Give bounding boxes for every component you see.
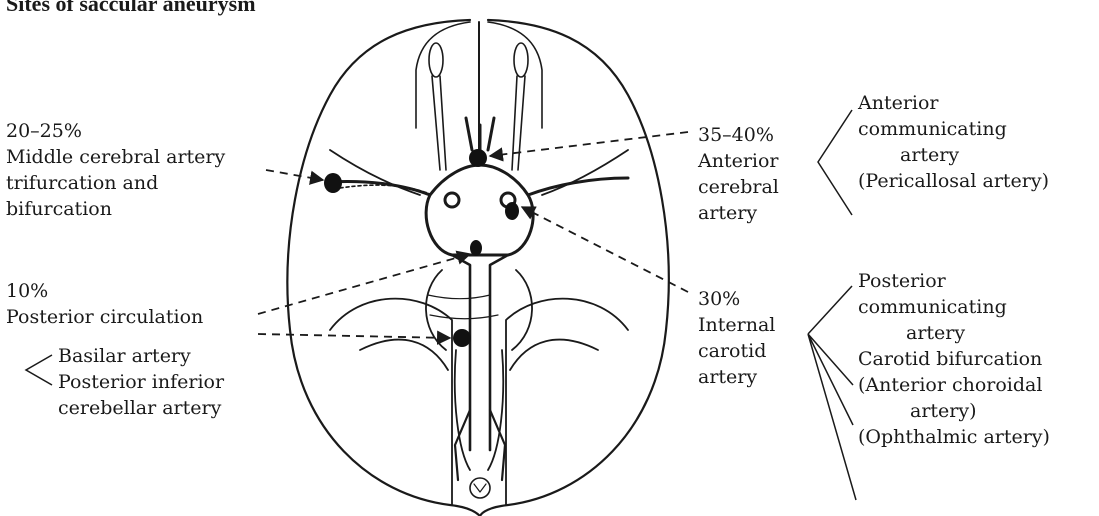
aneurysm-pica [453, 329, 471, 347]
bracket-aca [818, 110, 852, 215]
posterior-heading: Posterior circulation [6, 304, 203, 330]
ica-sub-item: communicating [858, 294, 1050, 320]
mca-line: bifurcation [6, 196, 225, 222]
aca-percent: 35–40% [698, 122, 779, 148]
leader-mca [266, 170, 323, 180]
aneurysm-ica [505, 202, 519, 220]
ica-sub-item: artery [858, 320, 1050, 346]
aca-line: artery [698, 200, 779, 226]
cerebellum [330, 299, 628, 505]
mca-line: Middle cerebral artery [6, 144, 225, 170]
label-ica: 30% Internal carotid artery [698, 286, 775, 390]
label-posterior: 10% Posterior circulation [6, 278, 203, 330]
spinal-cord [470, 478, 490, 498]
label-ica-sub: Posterior communicating artery Carotid b… [858, 268, 1050, 450]
aneurysm-basilar-tip [470, 240, 482, 256]
ica-line: carotid [698, 338, 775, 364]
aca-sub-item: Anterior [858, 90, 1049, 116]
ica-sub-item: (Ophthalmic artery) [858, 424, 1050, 450]
leader-posterior-lower [258, 334, 450, 338]
mca-line: trifurcation and [6, 170, 225, 196]
aneurysm-mca [324, 173, 342, 193]
posterior-percent: 10% [6, 278, 203, 304]
aca-line: Anterior [698, 148, 779, 174]
ica-line: artery [698, 364, 775, 390]
leader-ica [522, 207, 688, 292]
aca-sub-item: (Pericallosal artery) [858, 168, 1049, 194]
posterior-sub-item: cerebellar artery [58, 395, 224, 421]
label-posterior-sub: Basilar artery Posterior inferior cerebe… [58, 343, 224, 421]
brainstem [426, 270, 532, 470]
ica-sub-item: Carotid bifurcation [858, 346, 1050, 372]
aca-sub-item: communicating [858, 116, 1049, 142]
ica-sub-item: Posterior [858, 268, 1050, 294]
posterior-sub-item: Basilar artery [58, 343, 224, 369]
ica-sub-item: artery) [858, 398, 1050, 424]
label-aca-sub: Anterior communicating artery (Pericallo… [858, 90, 1049, 194]
ica-percent: 30% [698, 286, 775, 312]
label-mca: 20–25% Middle cerebral artery trifurcati… [6, 118, 225, 222]
ica-line: Internal [698, 312, 775, 338]
mca-percent: 20–25% [6, 118, 225, 144]
posterior-sub-item: Posterior inferior [58, 369, 224, 395]
circle-of-willis [330, 118, 628, 480]
aca-line: cerebral [698, 174, 779, 200]
aneurysm-acom [469, 149, 487, 167]
bracket-posterior [26, 355, 52, 385]
bracket-ica [808, 286, 856, 500]
label-aca: 35–40% Anterior cerebral artery [698, 122, 779, 226]
aca-sub-item: artery [858, 142, 1049, 168]
ica-sub-item: (Anterior choroidal [858, 372, 1050, 398]
